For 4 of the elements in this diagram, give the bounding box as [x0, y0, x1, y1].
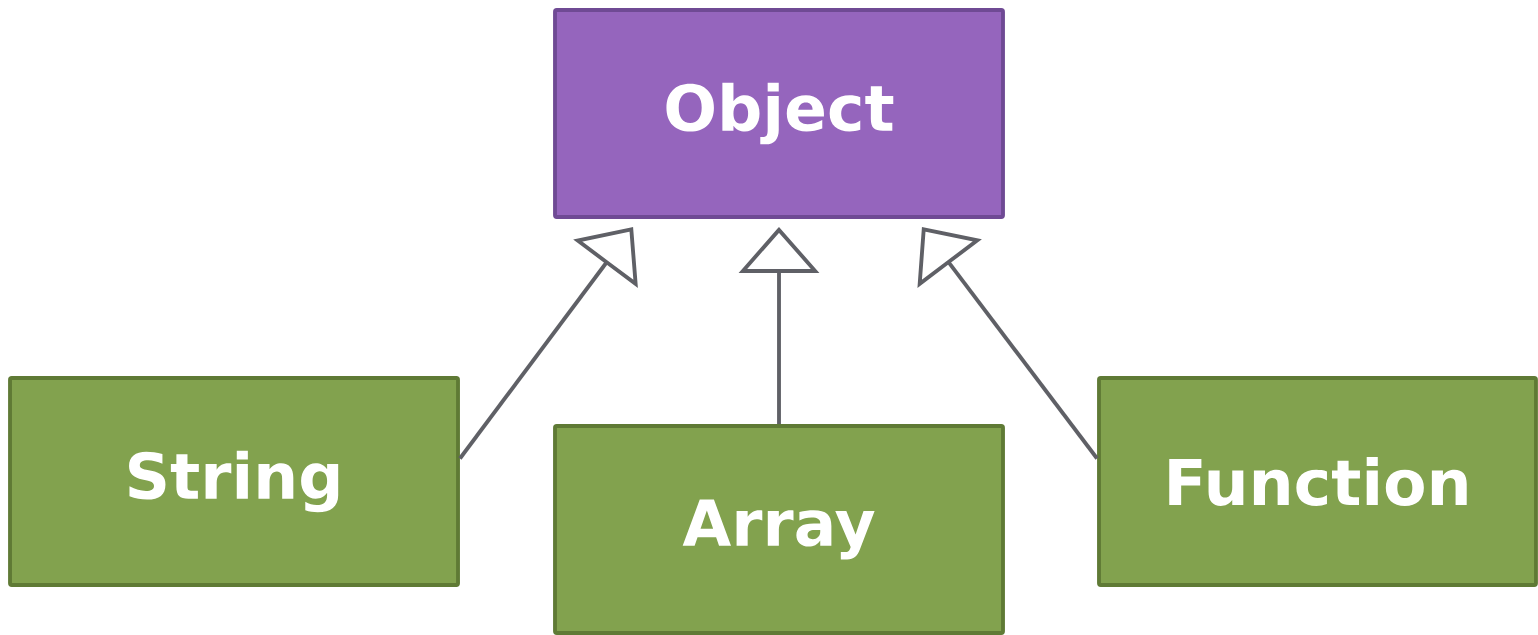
- class-box: Function: [1097, 376, 1538, 587]
- class-box: String: [8, 376, 460, 587]
- class-box: Array: [553, 424, 1005, 635]
- class-box: Object: [553, 8, 1005, 219]
